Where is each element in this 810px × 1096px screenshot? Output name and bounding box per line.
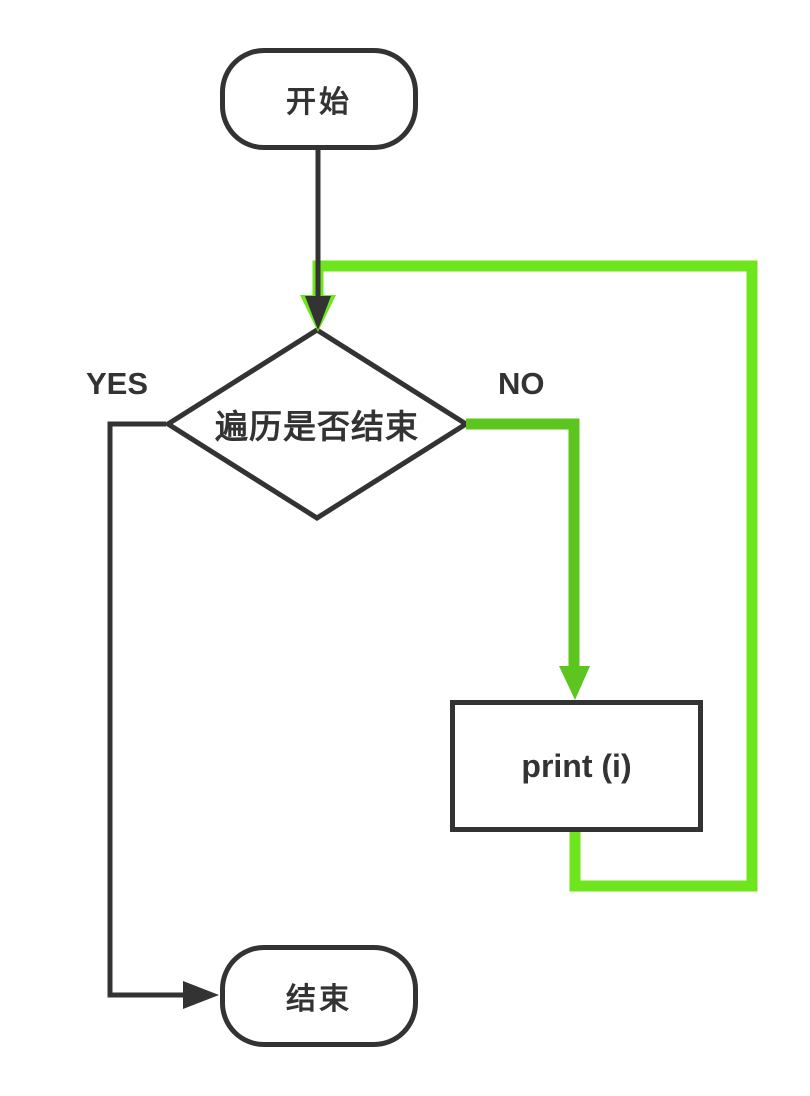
- edge-yes-decision-to-end: [107, 421, 184, 998]
- start-node: 开始: [220, 48, 418, 150]
- arrowhead-into-decision: [305, 296, 331, 330]
- start-node-label: 开始: [286, 86, 352, 119]
- yes-branch-label: YES: [86, 366, 149, 401]
- process-node-label: print (i): [521, 747, 632, 784]
- no-branch-label: NO: [498, 366, 545, 401]
- edge-no-decision-to-process: [466, 418, 580, 668]
- process-node: print (i): [450, 700, 703, 832]
- no-arrowhead-into-process: [559, 666, 590, 700]
- end-node-label: 结束: [286, 983, 352, 1016]
- yes-arrowhead-into-end: [183, 981, 219, 1009]
- end-node: 结束: [220, 945, 418, 1047]
- decision-diamond-shape: [163, 327, 471, 521]
